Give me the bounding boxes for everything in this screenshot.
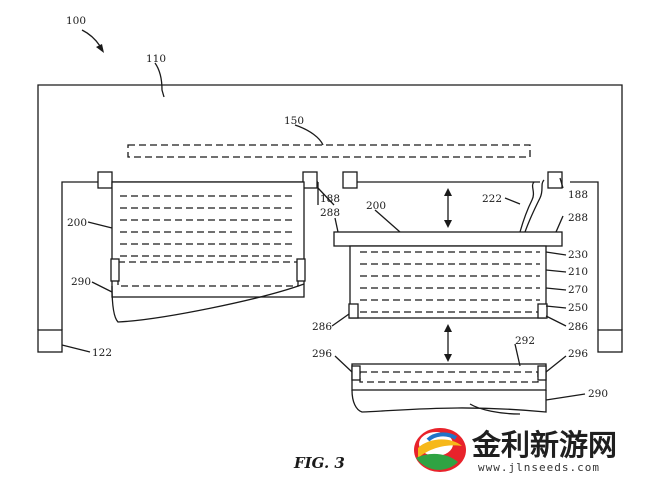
tray-200-right-lid bbox=[333, 231, 563, 247]
label-288-b: 288 bbox=[568, 212, 588, 224]
label-286-a: 286 bbox=[312, 321, 332, 333]
clip-286-b bbox=[537, 303, 548, 319]
label-188-b: 188 bbox=[568, 189, 588, 201]
label-200-a: 200 bbox=[67, 217, 87, 229]
leader-110 bbox=[154, 62, 165, 98]
leader-290-left bbox=[91, 281, 113, 293]
foot-left-122 bbox=[37, 329, 63, 353]
watermark: 金利新游网 www.jlnseeds.com bbox=[414, 428, 617, 474]
leader-100 bbox=[81, 29, 101, 47]
label-270: 270 bbox=[568, 284, 588, 296]
label-290-a: 290 bbox=[71, 276, 91, 288]
support-188-d bbox=[547, 171, 563, 189]
leader-200-left bbox=[87, 221, 113, 229]
label-290-b: 290 bbox=[588, 388, 608, 400]
label-188-a: 188 bbox=[320, 193, 340, 205]
label-222: 222 bbox=[482, 193, 502, 205]
label-230: 230 bbox=[568, 249, 588, 261]
support-188-c bbox=[342, 171, 358, 189]
watermark-logo-icon bbox=[414, 428, 466, 472]
label-110: 110 bbox=[146, 53, 166, 65]
foot-right bbox=[597, 329, 623, 353]
tray-200-left bbox=[111, 181, 305, 298]
housing-110 bbox=[37, 84, 623, 330]
watermark-chinese-text: 金利新游网 bbox=[471, 428, 617, 462]
support-188-b bbox=[302, 171, 318, 189]
pad-290-right bbox=[351, 389, 547, 413]
label-150: 150 bbox=[284, 115, 304, 127]
clip-286-a bbox=[348, 303, 359, 319]
watermark-url: www.jlnseeds.com bbox=[478, 461, 600, 474]
label-122: 122 bbox=[92, 347, 112, 359]
clip-296-b bbox=[537, 365, 547, 381]
arrowhead-100 bbox=[96, 44, 104, 53]
inner-frame-mid bbox=[317, 181, 540, 205]
label-100: 100 bbox=[66, 15, 86, 27]
leaders-right bbox=[317, 177, 586, 401]
figure-caption: FIG. 3 bbox=[293, 454, 345, 472]
arrow-vertical-upper bbox=[444, 188, 452, 228]
element-150 bbox=[127, 144, 531, 158]
base-292 bbox=[351, 363, 547, 391]
tray-200-left-layers bbox=[117, 195, 299, 287]
pad-290-left bbox=[111, 283, 305, 323]
clip-296-a bbox=[351, 365, 361, 381]
label-210: 210 bbox=[568, 266, 588, 278]
pad-290-right-fold bbox=[469, 403, 521, 415]
leader-150 bbox=[294, 124, 324, 146]
label-286-b: 286 bbox=[568, 321, 588, 333]
leader-122 bbox=[61, 344, 91, 353]
label-296-b: 296 bbox=[568, 348, 588, 360]
arrow-vertical-lower bbox=[444, 324, 452, 362]
label-296-a: 296 bbox=[312, 348, 332, 360]
label-250: 250 bbox=[568, 302, 588, 314]
cable-222 bbox=[519, 179, 545, 233]
support-188-a bbox=[97, 171, 113, 189]
label-200-b: 200 bbox=[366, 200, 386, 212]
tray-200-right bbox=[349, 245, 547, 319]
clip-left-b bbox=[296, 258, 306, 282]
tray-200-right-layers bbox=[360, 251, 540, 313]
label-292: 292 bbox=[515, 335, 535, 347]
label-288-a: 288 bbox=[320, 207, 340, 219]
clip-left-a bbox=[110, 258, 120, 282]
